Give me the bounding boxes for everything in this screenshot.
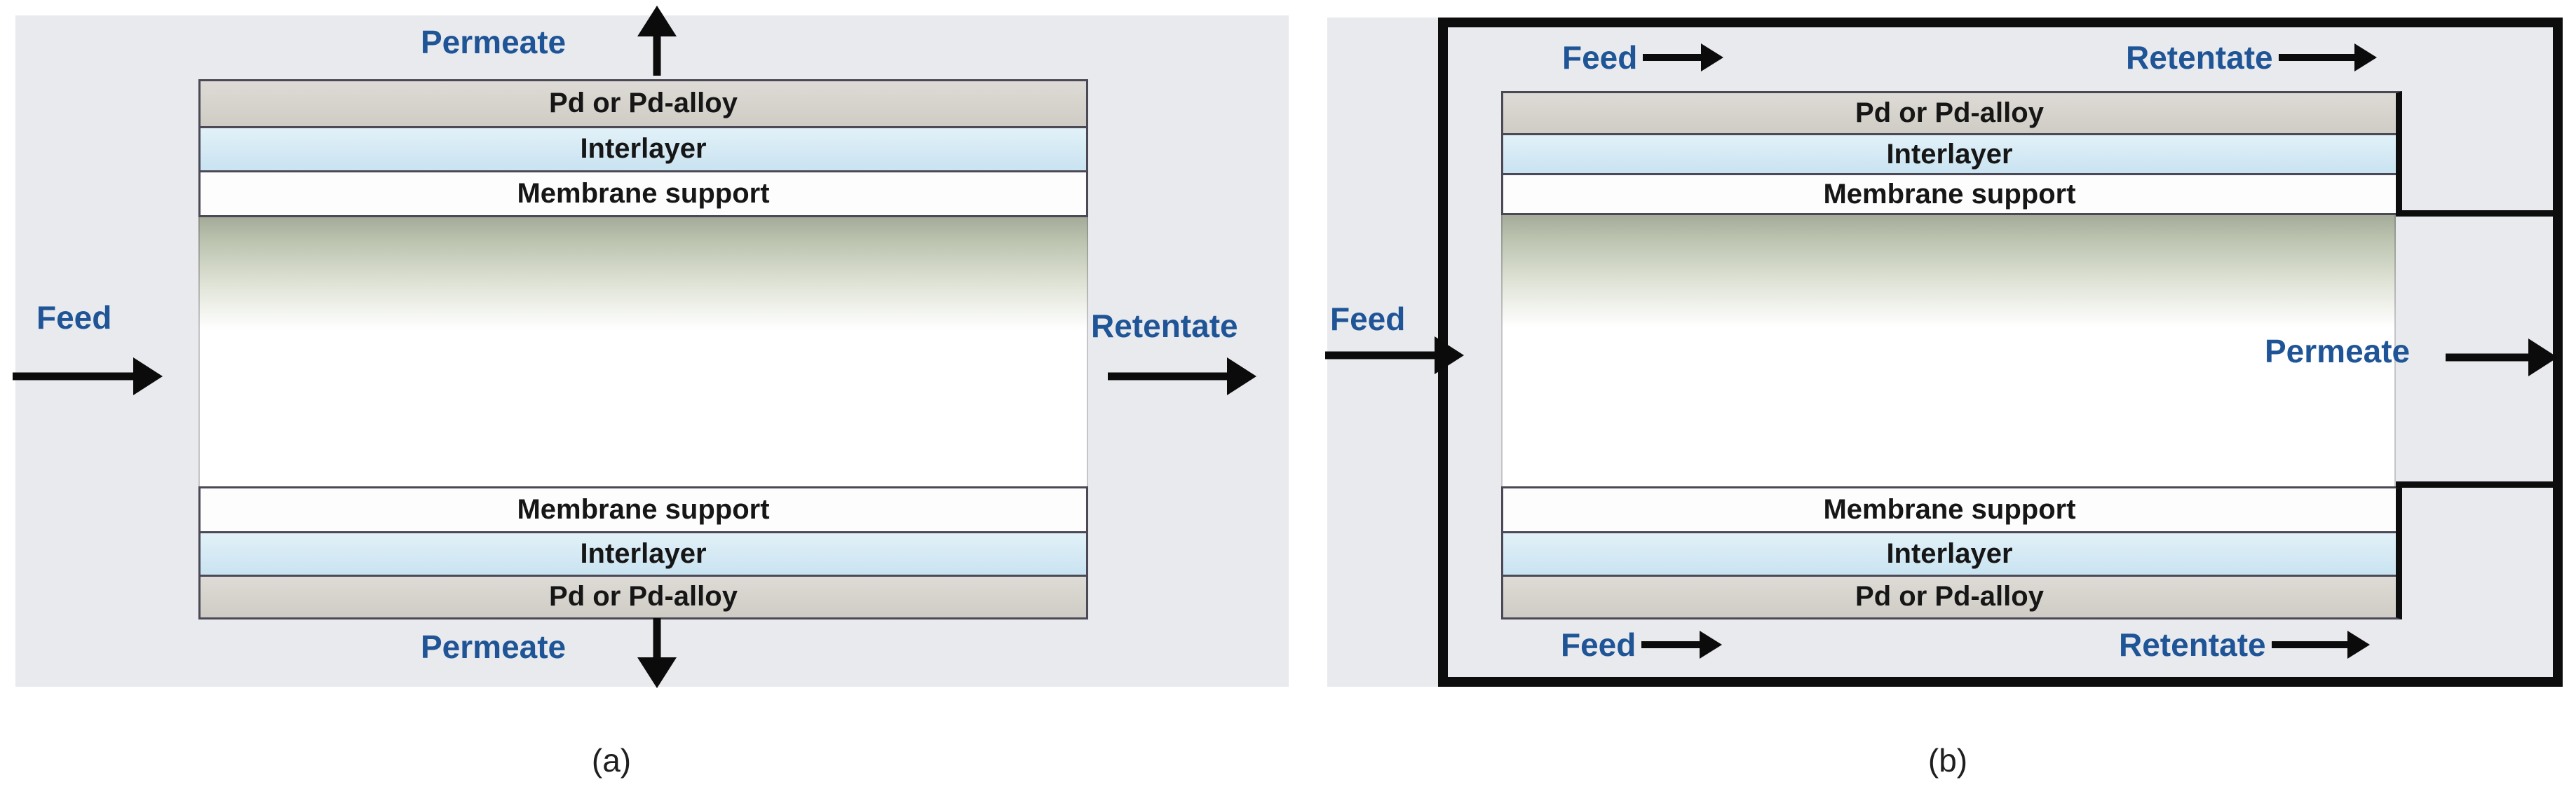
feed-bottom-arrow-icon [1641, 625, 1723, 664]
retentate-top-label: Retentate [2126, 39, 2273, 76]
arrow-shaft [13, 372, 137, 381]
arrow-shaft [2446, 353, 2533, 362]
arrow-shaft [653, 618, 661, 662]
retentate-bottom-row: Retentate [2119, 624, 2370, 666]
layer-pd-or-pd-alloy: Pd or Pd-alloy [201, 81, 1086, 126]
arrow-head [637, 657, 677, 688]
feed-mid-label: Feed [1330, 301, 1406, 337]
permeate-channel-b [1501, 215, 2396, 486]
feed-bottom-label: Feed [1561, 626, 1636, 663]
permeate-label: Permeate [2265, 333, 2411, 369]
retentate-label: Retentate [1091, 308, 1238, 344]
feed-label: Feed [36, 299, 112, 336]
permeate-down-arrow-icon [637, 618, 677, 688]
arrow-shaft [1325, 351, 1439, 360]
caption-a: (a) [591, 742, 632, 779]
feed-top-label: Feed [1562, 39, 1638, 76]
feed-bottom-row: Feed [1561, 624, 1723, 666]
membrane-stack-b-top: Pd or Pd-alloy Interlayer Membrane suppo… [1501, 91, 2402, 215]
arrow-head [637, 6, 677, 36]
arrow-head [1701, 43, 1724, 71]
membrane-stack-a-bottom: Membrane support Interlayer Pd or Pd-all… [198, 486, 1088, 619]
arrow-head [1435, 336, 1464, 374]
feed-channel-a [198, 217, 1088, 486]
feed-arrow-icon [13, 355, 163, 397]
permeate-bottom-label: Permeate [421, 629, 567, 665]
membrane-stack-a-top: Pd or Pd-alloy Interlayer Membrane suppo… [198, 79, 1088, 217]
arrow-head [2354, 43, 2377, 71]
retentate-top-arrow-icon [2278, 38, 2377, 77]
arrow-shaft [2271, 641, 2350, 648]
arrow-head [1700, 631, 1723, 659]
layer-interlayer: Interlayer [1503, 531, 2396, 575]
arrow-shaft [653, 32, 661, 76]
feed-top-arrow-icon [1643, 38, 1724, 77]
permeate-arrow-icon [2446, 336, 2558, 378]
arrow-head [2528, 338, 2558, 376]
arrow-shaft [1108, 372, 1231, 381]
permeate-up-arrow-icon [637, 6, 677, 76]
permeate-outlet-wall-top [2396, 210, 2554, 217]
retentate-arrow-icon [1108, 355, 1256, 397]
arrow-shaft [2278, 54, 2357, 61]
permeate-top-label: Permeate [421, 24, 567, 60]
layer-membrane-support: Membrane support [201, 488, 1086, 532]
caption-b: (b) [1927, 742, 1968, 779]
layer-interlayer: Interlayer [1503, 133, 2396, 173]
arrow-shaft [1641, 641, 1703, 648]
arrow-head [2347, 631, 2370, 659]
layer-interlayer: Interlayer [201, 125, 1086, 171]
retentate-top-row: Retentate [2126, 36, 2377, 78]
layer-membrane-support: Membrane support [1503, 488, 2396, 532]
membrane-stack-b-bottom: Membrane support Interlayer Pd or Pd-all… [1501, 486, 2402, 619]
layer-membrane-support: Membrane support [201, 170, 1086, 215]
arrow-shaft [1643, 54, 1704, 61]
arrow-head [1227, 357, 1256, 395]
layer-interlayer: Interlayer [201, 531, 1086, 575]
layer-pd-or-pd-alloy: Pd or Pd-alloy [1503, 93, 2396, 133]
permeate-outlet-wall-bottom [2396, 481, 2554, 488]
feed-top-row: Feed [1562, 36, 1724, 78]
layer-membrane-support: Membrane support [1503, 173, 2396, 213]
arrow-head [133, 357, 163, 395]
feed-mid-arrow-icon [1325, 334, 1464, 376]
layer-pd-or-pd-alloy: Pd or Pd-alloy [1503, 574, 2396, 617]
layer-pd-or-pd-alloy: Pd or Pd-alloy [201, 574, 1086, 617]
retentate-bottom-arrow-icon [2271, 625, 2370, 664]
retentate-bottom-label: Retentate [2119, 626, 2266, 663]
